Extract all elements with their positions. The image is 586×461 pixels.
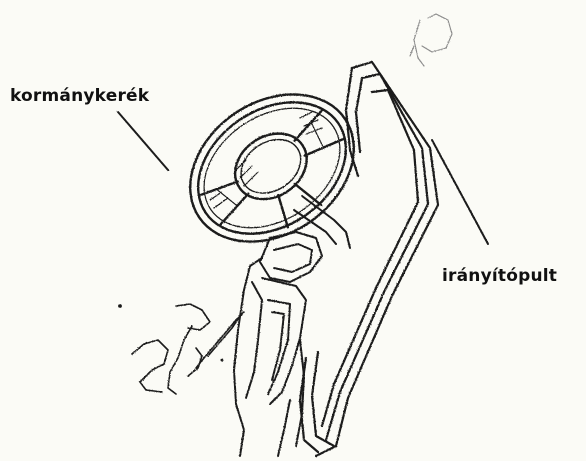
panel-leader-line: [432, 140, 488, 244]
label-steering-wheel: kormánykerék: [10, 86, 149, 106]
label-control-panel: irányítópult: [442, 266, 557, 286]
faint-sketch: [410, 14, 452, 66]
wheel-leader-line: [118, 112, 168, 170]
hand-sketch: [132, 304, 244, 394]
